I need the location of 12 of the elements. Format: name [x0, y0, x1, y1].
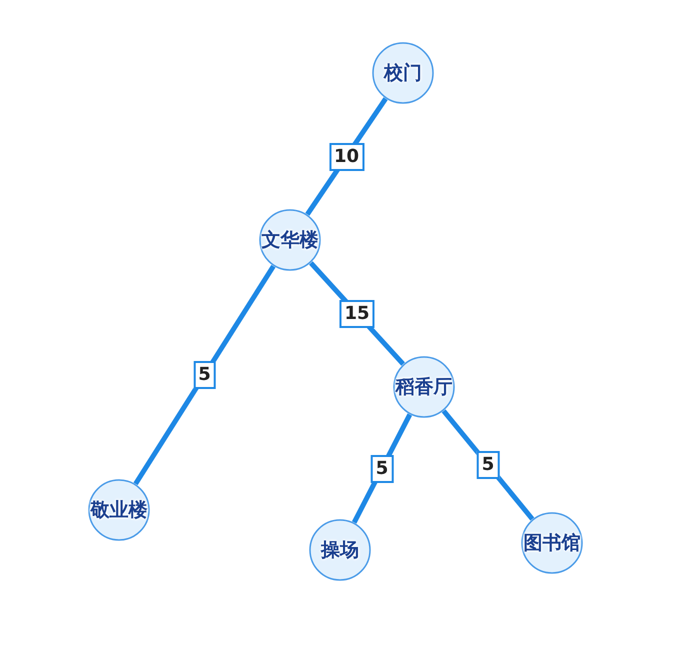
- edge-label: 5: [193, 361, 216, 389]
- edge-label: 10: [328, 142, 364, 170]
- node-label: 稻香厅: [394, 375, 454, 399]
- edge-label: 5: [476, 451, 500, 479]
- edge-label: 5: [370, 454, 394, 482]
- node-label: 图书馆: [522, 531, 582, 555]
- edge-label: 15: [339, 300, 375, 328]
- node-label: 校门: [382, 61, 423, 85]
- connector-line: [133, 264, 276, 486]
- node-label: 敬业楼: [89, 498, 148, 522]
- node-label: 文华楼: [260, 228, 320, 252]
- node-label: 操场: [320, 538, 360, 562]
